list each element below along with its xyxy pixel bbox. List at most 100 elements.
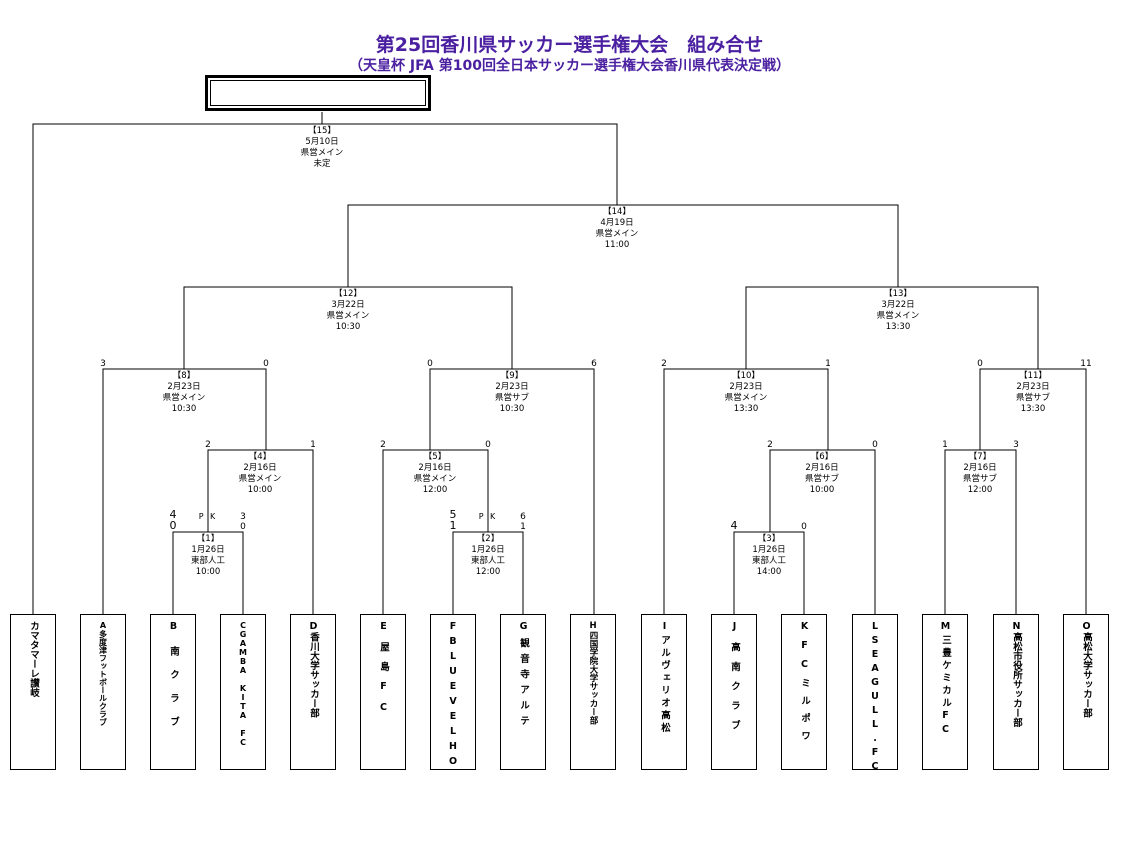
- page-title: 第25回香川県サッカー選手権大会 組み合せ: [375, 34, 764, 56]
- score: 1: [310, 440, 316, 450]
- match-time: 12:00: [967, 485, 993, 495]
- match-time: 10:30: [499, 404, 525, 414]
- match-date: 2月16日: [963, 463, 997, 473]
- team-box: O高松大学サッカー部: [1063, 614, 1109, 770]
- match-venue: 県営メイン: [162, 393, 206, 403]
- team-box: N高松市役所サッカー部: [993, 614, 1039, 770]
- score: 0: [801, 522, 807, 532]
- team-name: E屋島FC: [378, 621, 389, 723]
- team-name: LSEAGULL.FC: [869, 621, 881, 775]
- match-8-info: 【8】 2月23日 県営メイン 10:30: [144, 371, 224, 415]
- match-date: 2月23日: [495, 382, 529, 392]
- match-venue: 県営メイン: [595, 229, 639, 239]
- match-venue: 県営メイン: [238, 474, 282, 484]
- score: 6: [591, 359, 597, 369]
- match-time: 10:30: [335, 322, 361, 332]
- match-time: 10:00: [247, 485, 273, 495]
- team-name: A多度津フットボールクラブ: [98, 621, 108, 726]
- match-venue: 県営メイン: [724, 393, 768, 403]
- score: 2: [205, 440, 211, 450]
- score: 1: [825, 359, 831, 369]
- score: 4: [730, 519, 738, 532]
- match-no: 【4】: [248, 452, 272, 462]
- match-venue: 県営メイン: [876, 311, 920, 321]
- team-box: A多度津フットボールクラブ: [80, 614, 126, 770]
- score: 1: [449, 519, 457, 532]
- match-13-info: 【13】 3月22日 県営メイン 13:30: [858, 289, 938, 333]
- match-3-info: 【3】 1月26日 東部人工 14:00: [729, 534, 809, 578]
- match-no: 【15】: [308, 126, 336, 136]
- score: 0: [977, 359, 983, 369]
- match-venue: 県営サブ: [494, 393, 529, 403]
- match-no: 【10】: [732, 371, 760, 381]
- team-box: CGAMBA KITA FC: [220, 614, 266, 770]
- match-time: 13:30: [1020, 404, 1046, 414]
- match-time: 13:30: [733, 404, 759, 414]
- score: 1: [942, 440, 948, 450]
- match-time: 10:00: [809, 485, 835, 495]
- match-6-info: 【6】 2月16日 県営サブ 10:00: [782, 452, 862, 496]
- match-no: 【5】: [423, 452, 447, 462]
- match-no: 【3】: [757, 534, 781, 544]
- team-box: E屋島FC: [360, 614, 406, 770]
- match-4-info: 【4】 2月16日 県営メイン 10:00: [220, 452, 300, 496]
- match-venue: 県営メイン: [300, 148, 344, 158]
- team-name: N高松市役所サッカー部: [1011, 621, 1022, 727]
- score: 3: [1013, 440, 1019, 450]
- match-date: 1月26日: [752, 545, 786, 555]
- match-7-info: 【7】 2月16日 県営サブ 12:00: [940, 452, 1020, 496]
- match-time: 14:00: [756, 567, 782, 577]
- team-name: FBLUEVELHO: [447, 621, 459, 771]
- team-box: M三豊ケミカルFC: [922, 614, 968, 770]
- page-subtitle: （天皇杯 JFA 第100回全日本サッカー選手権大会香川県代表決定戦）: [349, 58, 790, 74]
- match-venue: 県営サブ: [804, 474, 839, 484]
- team-name: CGAMBA KITA FC: [238, 621, 248, 747]
- match-time: 12:00: [475, 567, 501, 577]
- score: 0: [872, 440, 878, 450]
- match-15-info: 【15】 5月10日 県営メイン 未定: [282, 126, 362, 170]
- match-time: 12:00: [422, 485, 448, 495]
- team-name: J高南クラブ: [729, 621, 740, 740]
- team-box: KFCミルポワ: [781, 614, 827, 770]
- match-9-info: 【9】 2月23日 県営サブ 10:30: [472, 371, 552, 415]
- score: 0: [485, 440, 491, 450]
- team-name: D香川大学サッカー部: [308, 621, 319, 718]
- match-5-info: 【5】 2月16日 県営メイン 12:00: [395, 452, 475, 496]
- score: 1: [520, 522, 526, 532]
- match-10-info: 【10】 2月23日 県営メイン 13:30: [706, 371, 786, 415]
- match-venue: 県営サブ: [962, 474, 997, 484]
- match-date: 3月22日: [331, 300, 365, 310]
- match-no: 【8】: [172, 371, 196, 381]
- match-no: 【6】: [810, 452, 834, 462]
- match-time: 13:30: [885, 322, 911, 332]
- team-name: G観音寺アルテ: [518, 621, 529, 731]
- team-name: M三豊ケミカルFC: [940, 621, 951, 738]
- match-no: 【11】: [1019, 371, 1047, 381]
- team-name: B南クラブ: [168, 621, 179, 740]
- match-no: 【12】: [334, 289, 362, 299]
- pk-label: P K: [478, 512, 498, 521]
- match-date: 2月16日: [805, 463, 839, 473]
- score: 11: [1080, 359, 1092, 369]
- match-date: 1月26日: [191, 545, 225, 555]
- score: 0: [240, 522, 246, 532]
- match-time: 未定: [313, 159, 331, 169]
- match-12-info: 【12】 3月22日 県営メイン 10:30: [308, 289, 388, 333]
- score: 2: [767, 440, 773, 450]
- match-14-info: 【14】 4月19日 県営メイン 11:00: [577, 207, 657, 251]
- score: 0: [263, 359, 269, 369]
- match-2-info: 【2】 1月26日 東部人工 12:00: [448, 534, 528, 578]
- match-date: 5月10日: [305, 137, 339, 147]
- match-no: 【14】: [603, 207, 631, 217]
- match-venue: 東部人工: [470, 556, 505, 566]
- team-box: FBLUEVELHO: [430, 614, 476, 771]
- match-venue: 東部人工: [751, 556, 786, 566]
- pk-score: 5: [449, 508, 457, 521]
- pk-score: 4: [169, 508, 177, 521]
- team-box: H四国学院大学サッカー部: [570, 614, 616, 770]
- match-no: 【9】: [500, 371, 524, 381]
- match-date: 2月23日: [1016, 382, 1050, 392]
- team-box: J高南クラブ: [711, 614, 757, 770]
- match-venue: 県営サブ: [1015, 393, 1050, 403]
- team-name: H四国学院大学サッカー部: [588, 621, 598, 725]
